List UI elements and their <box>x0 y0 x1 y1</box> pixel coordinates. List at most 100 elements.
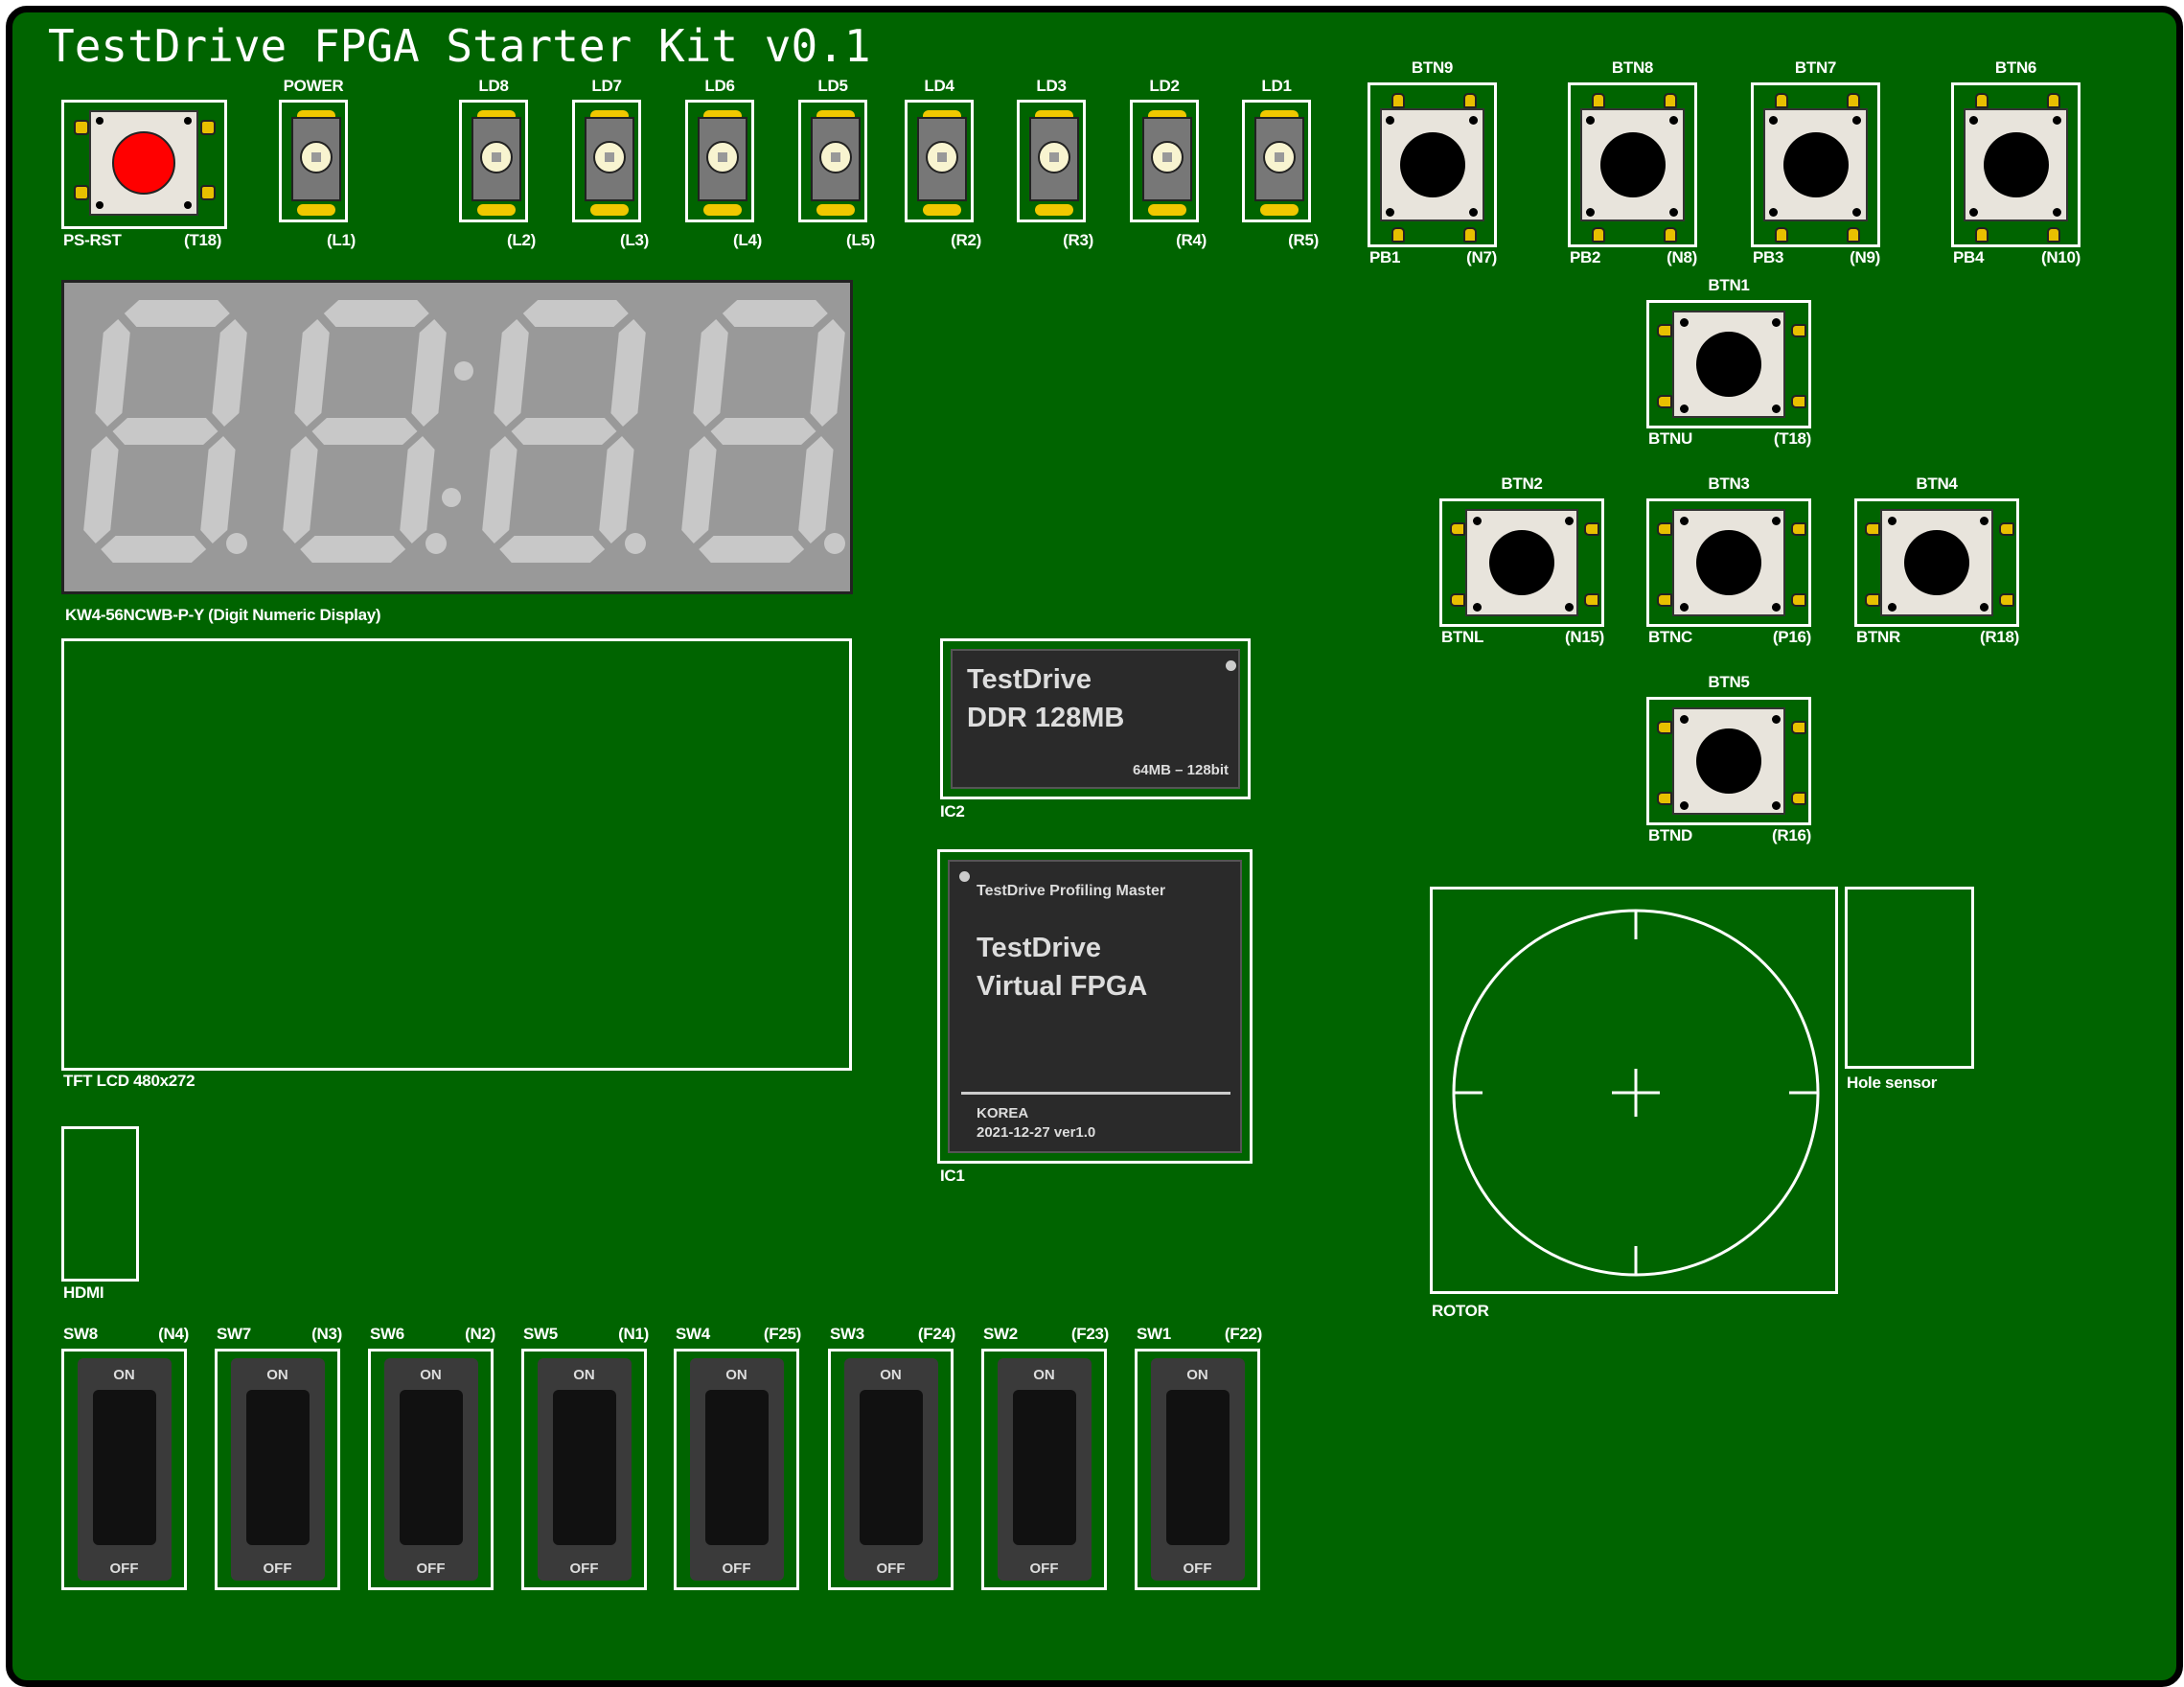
decimal-point <box>824 533 845 554</box>
led-die <box>311 152 321 162</box>
button-btnc[interactable] <box>1646 498 1811 627</box>
button-btnd[interactable] <box>1646 697 1811 825</box>
led-pad <box>703 204 742 216</box>
decimal-point <box>425 533 447 554</box>
digit-segment <box>710 418 816 445</box>
digit-segment <box>494 319 529 427</box>
button-pb1[interactable] <box>1368 82 1497 247</box>
button-name: BTNL <box>1441 628 1484 646</box>
digit-segment <box>522 300 629 327</box>
button-pb4[interactable] <box>1951 82 2081 247</box>
button-lead <box>1975 93 1989 108</box>
tft-lcd <box>61 638 852 1071</box>
seven-segment-digits <box>83 300 845 563</box>
button-lead <box>1664 93 1677 108</box>
button-pin: (P16) <box>1772 628 1811 646</box>
button-knob <box>1696 728 1761 794</box>
button-pb2[interactable] <box>1568 82 1697 247</box>
button-label: BTN8 <box>1611 58 1654 77</box>
switch-on-label: ON <box>880 1367 902 1383</box>
switch-pin: (F23) <box>1070 1325 1109 1343</box>
button-lead <box>1657 395 1672 408</box>
button-knob <box>1696 530 1761 595</box>
led-pad <box>297 204 335 216</box>
button-lead <box>1791 593 1806 607</box>
pin1-dot <box>959 871 970 882</box>
button-btnr[interactable] <box>1854 498 2019 627</box>
button-lead <box>1657 721 1672 734</box>
button-lead <box>1657 593 1672 607</box>
switch-off-label: OFF <box>569 1560 599 1577</box>
led-pad <box>816 204 855 216</box>
rotor-label: ROTOR <box>1432 1302 1489 1320</box>
button-lead <box>1450 522 1465 536</box>
digit-segment <box>411 319 447 427</box>
button-pin: (N8) <box>1667 248 1697 266</box>
led-label: LD4 <box>924 77 954 95</box>
button-pb3[interactable] <box>1751 82 1880 247</box>
switch-on-label: ON <box>420 1367 442 1383</box>
decimal-point <box>625 533 646 554</box>
digit-segment <box>300 536 406 563</box>
switch-slot <box>400 1390 463 1545</box>
slide-switch-5[interactable]: ON OFF <box>521 1349 647 1590</box>
fpga-line2: Virtual FPGA <box>977 971 1148 1002</box>
button-lead <box>2047 227 2060 243</box>
led-pin: (R3) <box>1063 231 1093 249</box>
button-knob <box>1904 530 1969 595</box>
button-name: PB3 <box>1753 248 1784 266</box>
switch-label: SW5 <box>523 1325 558 1343</box>
digit-segment <box>400 436 435 543</box>
digit-segment <box>693 319 728 427</box>
button-label: BTN9 <box>1411 58 1454 77</box>
switch-label: SW2 <box>983 1325 1018 1343</box>
digit-segment <box>681 436 717 543</box>
led-lens <box>819 141 852 173</box>
button-lead <box>1592 227 1605 243</box>
rotor-dial <box>1452 909 1820 1277</box>
ddr-chip-outline: TestDrive DDR 128MB 64MB – 128bit <box>940 638 1251 799</box>
switch-slot <box>1013 1390 1076 1545</box>
rotor[interactable] <box>1430 887 1838 1294</box>
button-btnu[interactable] <box>1646 300 1811 428</box>
button-label: BTN5 <box>1708 673 1750 691</box>
fpga-date: 2021-12-27 ver1.0 <box>977 1124 1096 1141</box>
switch-off-label: OFF <box>109 1560 139 1577</box>
button-btnl[interactable] <box>1439 498 1604 627</box>
led-body <box>291 117 341 201</box>
led-ld5 <box>798 100 867 222</box>
switch-label: SW6 <box>370 1325 404 1343</box>
button-lead <box>1847 93 1860 108</box>
button-lead <box>1791 721 1806 734</box>
button-lead <box>1791 395 1806 408</box>
led-lens <box>480 141 513 173</box>
fpga-chip-outline: TestDrive Profiling Master TestDrive Vir… <box>937 849 1253 1164</box>
switch-label: SW7 <box>217 1325 251 1343</box>
switch-off-label: OFF <box>263 1560 292 1577</box>
reset-button[interactable] <box>61 100 227 229</box>
led-pin: (L2) <box>507 231 536 249</box>
slide-switch-8[interactable]: ON OFF <box>61 1349 187 1590</box>
switch-pin: (N4) <box>158 1325 189 1343</box>
digit-segment <box>798 436 834 543</box>
colon-dot <box>442 488 461 507</box>
button-pin: (N10) <box>2040 248 2081 266</box>
digit-segment <box>101 536 207 563</box>
switch-on-label: ON <box>573 1367 595 1383</box>
switch-on-label: ON <box>113 1367 135 1383</box>
led-die <box>1275 152 1284 162</box>
button-knob <box>1599 132 1666 197</box>
switch-label: SW1 <box>1137 1325 1171 1343</box>
button-label: BTN3 <box>1708 474 1750 493</box>
button-name: BTNC <box>1648 628 1693 646</box>
switch-off-label: OFF <box>1183 1560 1212 1577</box>
digit-segment <box>124 300 230 327</box>
led-ld2 <box>1130 100 1199 222</box>
led-pad <box>923 204 961 216</box>
